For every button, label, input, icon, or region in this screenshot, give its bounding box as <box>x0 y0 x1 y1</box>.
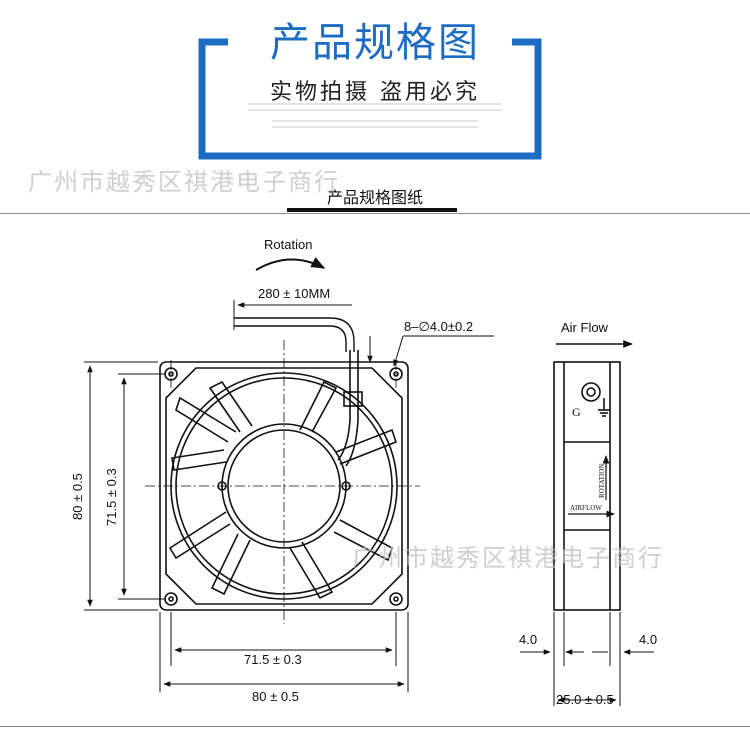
center-lines <box>145 340 420 624</box>
flange-right-label: 4.0 <box>639 632 657 647</box>
slogan: 实物拍摄 盗用必究 <box>270 80 480 105</box>
hole-spec-label: 8–∅4.0±0.2 <box>404 319 473 334</box>
cable-length-label: 280 ± 10MM <box>258 286 330 301</box>
title-frame <box>198 38 542 160</box>
section-subtitle: 产品规格图纸 <box>326 188 423 207</box>
side-airflow-label: AIRFLOW <box>570 504 602 512</box>
width-dimensions <box>159 612 409 692</box>
overall-width-label: 80 ± 0.5 <box>252 689 299 704</box>
overall-height-label: 80 ± 0.5 <box>70 473 85 520</box>
side-rotation-label: ROTATION <box>598 464 606 498</box>
flange-left-label: 4.0 <box>519 632 537 647</box>
airflow-label: Air Flow <box>561 320 609 335</box>
watermark-top: 广州市越秀区祺港电子商行 <box>28 168 340 196</box>
hole-spec-leader <box>367 335 494 367</box>
rotation-arrow-icon <box>255 257 326 271</box>
height-dimensions <box>84 361 165 611</box>
hole-pitch-height-label: 71.5 ± 0.3 <box>104 468 119 526</box>
divider-bottom <box>0 726 750 727</box>
side-ground-label: G <box>572 405 581 419</box>
watermark-center: 广州市越秀区祺港电子商行 <box>352 544 664 572</box>
depth-label: 25.0 ± 0.5 <box>556 692 614 707</box>
divider-top <box>0 213 750 214</box>
page-title: 产品规格图 <box>270 20 480 66</box>
hole-pitch-width-label: 71.5 ± 0.3 <box>244 652 302 667</box>
subtitle-underline <box>287 208 457 212</box>
side-view <box>553 361 621 611</box>
depth-dimensions <box>520 612 654 706</box>
cable-length-dimension <box>233 300 355 352</box>
rotation-label: Rotation <box>264 237 312 252</box>
